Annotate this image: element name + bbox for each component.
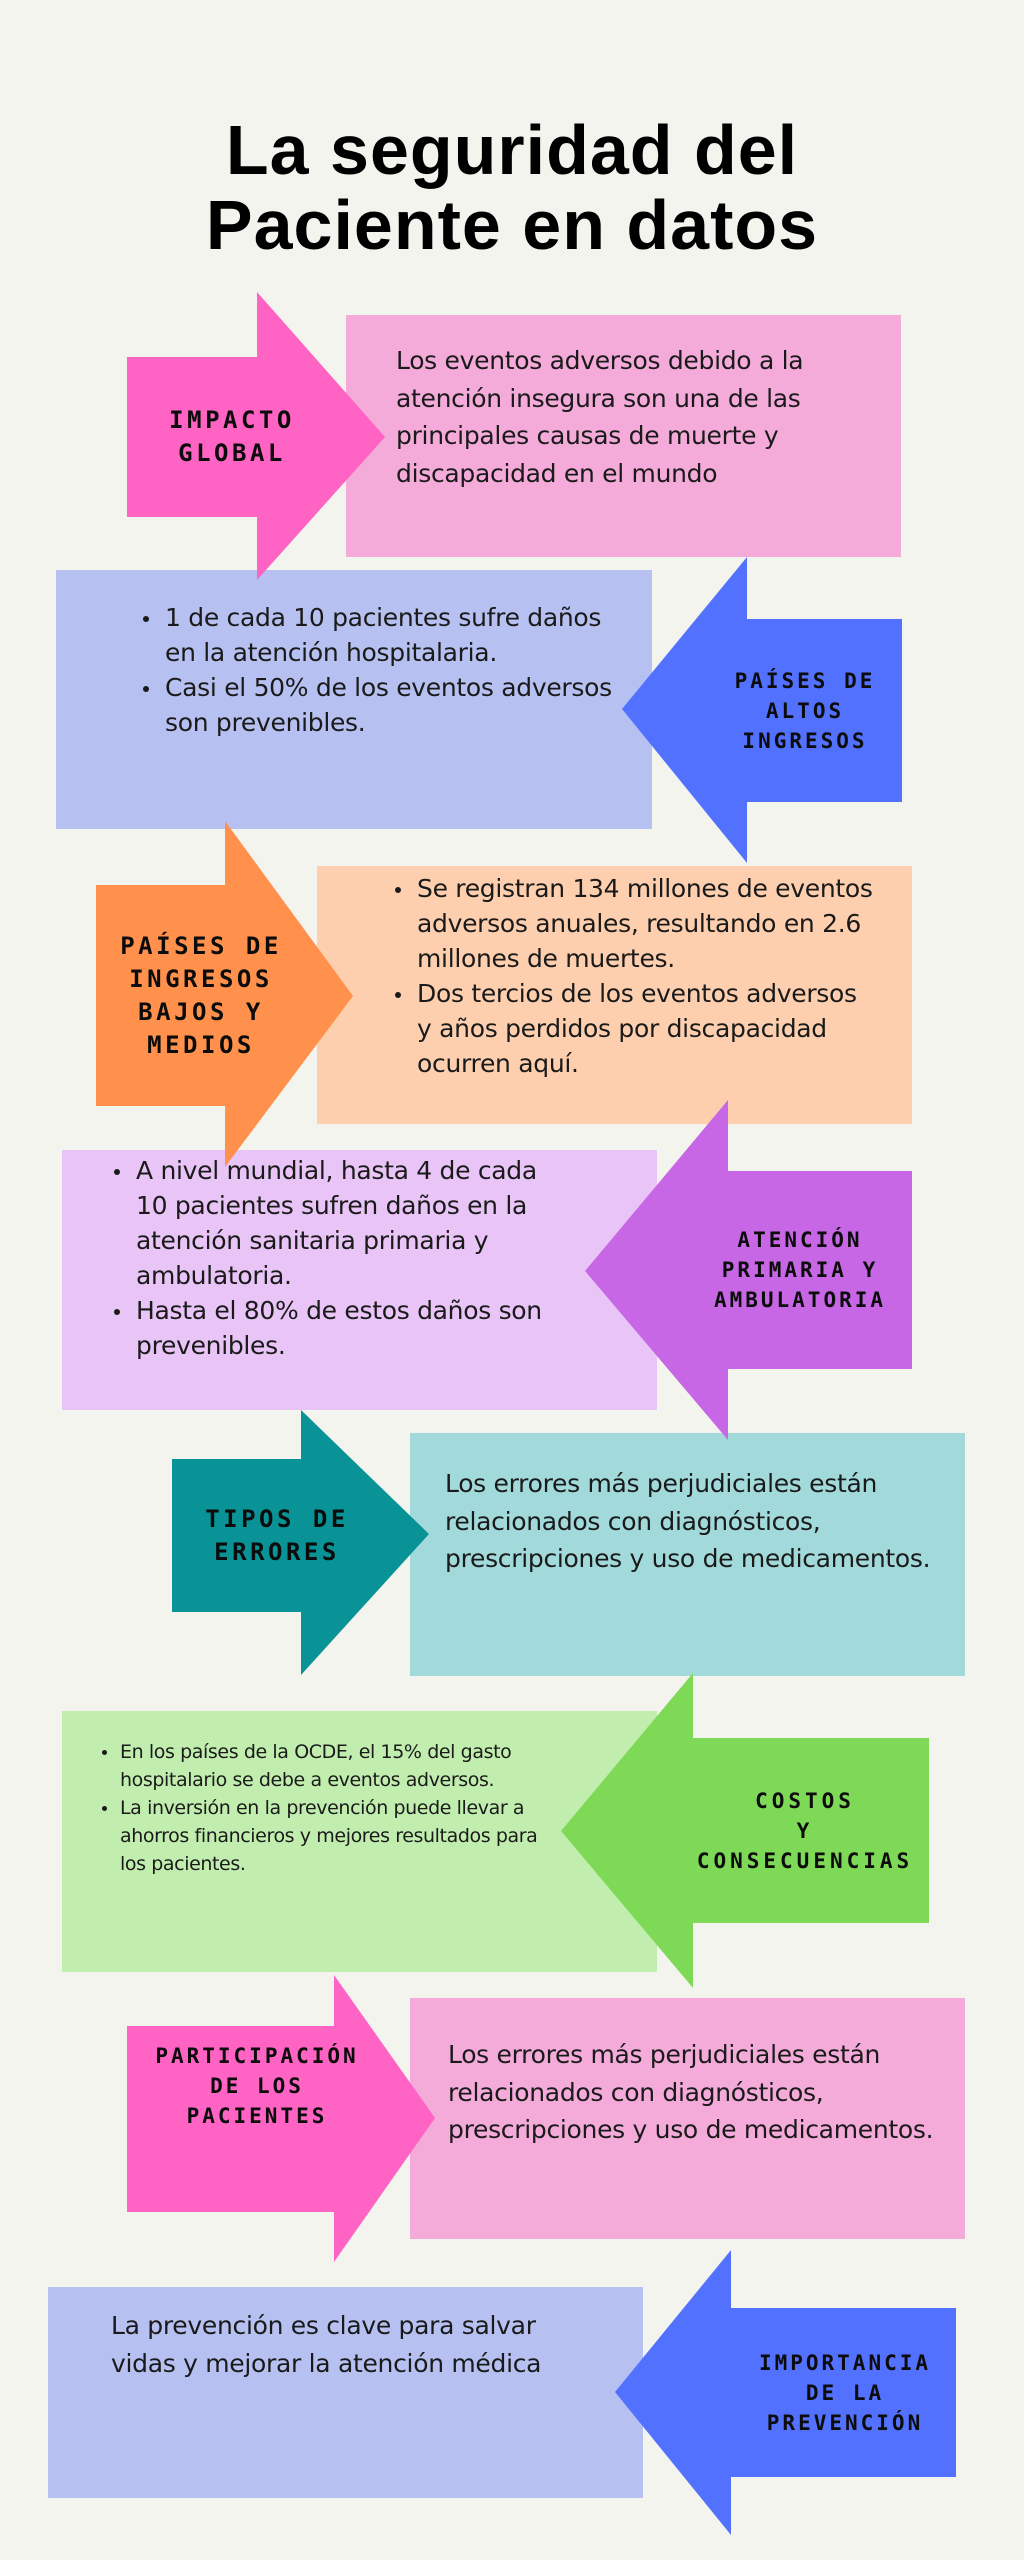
page-title: La seguridad del Paciente en datos: [0, 110, 1024, 264]
altos-ingresos-list: 1 de cada 10 pacientes sufre daños en la…: [143, 600, 613, 740]
altos-ingresos-label: PAÍSES DE ALTOS INGRESOS: [700, 619, 910, 802]
participacion-text: Los errores más perjudiciales están rela…: [448, 2040, 934, 2144]
participacion-box: Los errores más perjudiciales están rela…: [410, 1998, 965, 2239]
label-line: MEDIOS: [147, 1030, 255, 1059]
bajos-medios-list: Se registran 134 millones de eventos adv…: [395, 871, 875, 1081]
list-item: Dos tercios de los eventos adversos y añ…: [395, 976, 875, 1081]
atencion-primaria-box: A nivel mundial, hasta 4 de cada 10 paci…: [62, 1150, 657, 1410]
label-line: CONSECUENCIAS: [696, 1848, 914, 1873]
altos-ingresos-box: 1 de cada 10 pacientes sufre daños en la…: [56, 570, 652, 829]
list-item: La inversión en la prevención puede llev…: [102, 1794, 542, 1878]
costos-box: En los países de la OCDE, el 15% del gas…: [62, 1711, 657, 1972]
label-line: INGRESOS: [742, 728, 868, 753]
list-item: En los países de la OCDE, el 15% del gas…: [102, 1738, 542, 1794]
label-line: INGRESOS: [129, 964, 273, 993]
label-line: ATENCIÓN: [737, 1228, 863, 1252]
label-line: IMPACTO: [169, 406, 295, 434]
label-line: IMPORTANCIA: [758, 2350, 932, 2375]
prevencion-box: La prevención es clave para salvar vidas…: [48, 2287, 643, 2498]
tipos-errores-label: TIPOS DE ERRORES: [172, 1459, 382, 1612]
label-line: DE LOS: [210, 2074, 304, 2098]
label-line: AMBULATORIA: [713, 1288, 887, 1312]
bajos-medios-box: Se registran 134 millones de eventos adv…: [317, 866, 912, 1124]
prevencion-text: La prevención es clave para salvar vidas…: [111, 2311, 542, 2378]
impacto-global-box: Los eventos adversos debido a la atenció…: [346, 315, 901, 557]
label-line: PACIENTES: [186, 2104, 328, 2128]
participacion-label: PARTICIPACIÓN DE LOS PACIENTES: [127, 2026, 387, 2146]
label-line: Y: [796, 1818, 814, 1843]
list-item: Hasta el 80% de estos daños son prevenib…: [114, 1293, 554, 1363]
label-line: DE LA: [805, 2380, 885, 2405]
label-line: PAÍSES DE: [120, 931, 282, 960]
prevencion-label: IMPORTANCIA DE LA PREVENCIÓN: [735, 2308, 955, 2477]
list-item: Casi el 50% de los eventos adversos son …: [143, 670, 613, 740]
bajos-medios-label: PAÍSES DE INGRESOS BAJOS Y MEDIOS: [96, 885, 306, 1106]
page-title-line-1: La seguridad del: [225, 110, 799, 189]
label-line: TIPOS DE: [205, 1504, 349, 1533]
atencion-primaria-list: A nivel mundial, hasta 4 de cada 10 paci…: [114, 1153, 554, 1363]
label-line: COSTOS: [755, 1788, 855, 1813]
list-item: Se registran 134 millones de eventos adv…: [395, 871, 875, 976]
atencion-primaria-label: ATENCIÓN PRIMARIA Y AMBULATORIA: [688, 1171, 912, 1369]
label-line: BAJOS Y: [138, 997, 264, 1026]
impacto-global-label: IMPACTO GLOBAL: [127, 357, 337, 517]
label-line: PARTICIPACIÓN: [155, 2044, 359, 2068]
label-line: GLOBAL: [178, 439, 286, 467]
label-line: PREVENCIÓN: [766, 2410, 924, 2435]
page-title-line-2: Paciente en datos: [205, 185, 819, 264]
label-line: ERRORES: [214, 1537, 340, 1566]
costos-list: En los países de la OCDE, el 15% del gas…: [102, 1738, 542, 1878]
tipos-errores-text: Los errores más perjudiciales están rela…: [445, 1469, 931, 1573]
tipos-errores-box: Los errores más perjudiciales están rela…: [410, 1433, 965, 1676]
costos-label: COSTOS Y CONSECUENCIAS: [680, 1738, 930, 1923]
label-line: ALTOS: [765, 698, 845, 723]
label-line: PAÍSES DE: [734, 668, 876, 693]
label-line: PRIMARIA Y: [721, 1258, 879, 1282]
list-item: 1 de cada 10 pacientes sufre daños en la…: [143, 600, 613, 670]
impacto-global-text: Los eventos adversos debido a la atenció…: [396, 346, 804, 488]
list-item: A nivel mundial, hasta 4 de cada 10 paci…: [114, 1153, 554, 1293]
